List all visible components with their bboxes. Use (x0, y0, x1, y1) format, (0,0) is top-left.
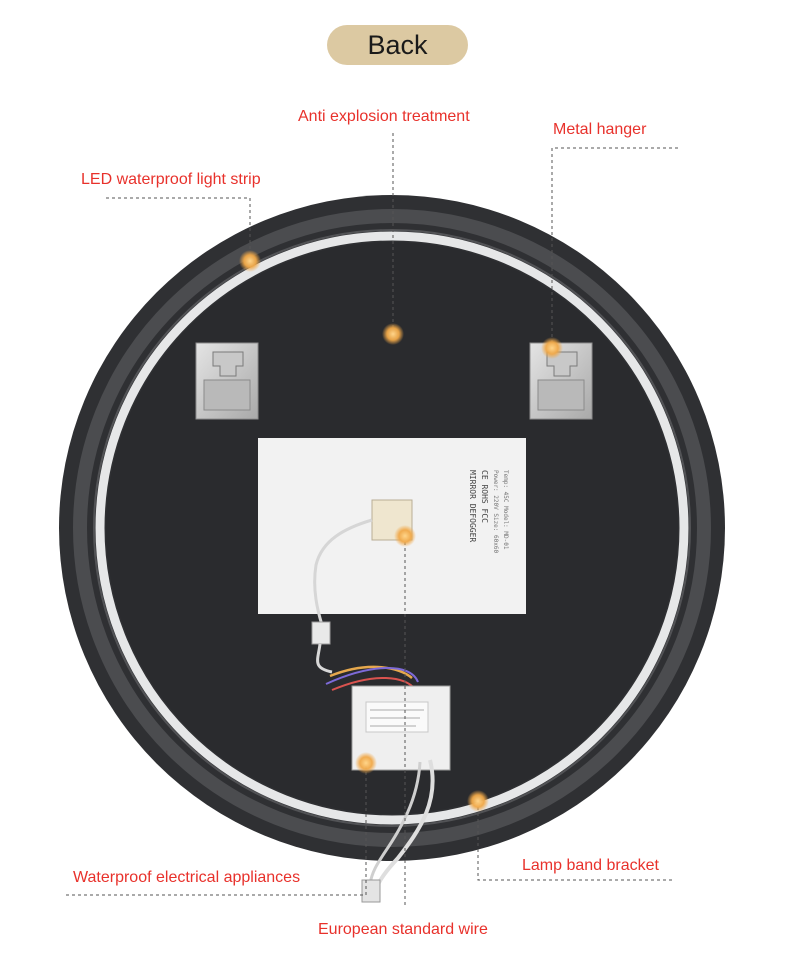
svg-text:Temp: 45C Model: MD-01: Temp: 45C Model: MD-01 (502, 470, 509, 550)
dot-label (394, 525, 416, 547)
callout-led-strip: LED waterproof light strip (81, 171, 261, 188)
european-plug (361, 879, 381, 903)
leader-lines (66, 133, 678, 905)
dot-metal-hanger (541, 337, 563, 359)
metal-hanger-left (195, 342, 259, 420)
callout-lamp-bracket: Lamp band bracket (522, 857, 659, 874)
label-line-1: MIRROR DEFOGGER (468, 470, 477, 542)
callout-metal-hanger: Metal hanger (553, 121, 647, 138)
dot-anti-explosion (382, 323, 404, 345)
back-title: Back (327, 25, 468, 65)
dot-led-strip (239, 250, 261, 272)
metal-hanger-right (529, 342, 593, 420)
dot-lamp-bracket (467, 790, 489, 812)
svg-text:Power: 220V Size: 60x60: Power: 220V Size: 60x60 (492, 470, 499, 553)
callout-wire: European standard wire (318, 921, 488, 938)
defogger-connector (371, 499, 413, 541)
dot-electrical (355, 752, 377, 774)
callout-anti-explosion: Anti explosion treatment (298, 108, 470, 125)
label-line-2: CE ROHS FCC (480, 470, 489, 523)
led-ring (95, 231, 689, 825)
callout-electrical: Waterproof electrical appliances (73, 869, 301, 886)
